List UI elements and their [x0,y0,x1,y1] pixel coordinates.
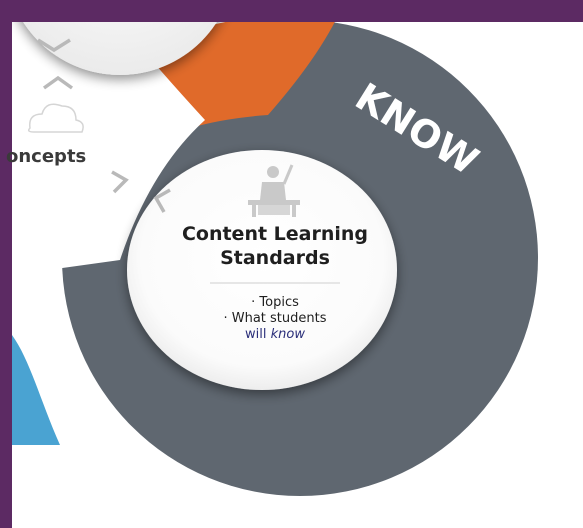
chevron-up-icon [42,75,74,90]
concepts-label: oncepts [6,146,87,167]
bullet-know-emphasis: know [270,327,305,342]
center-title-line-1: Content Learning [181,223,369,245]
blue-segment [12,335,60,445]
cloud-icon [27,103,84,133]
frame-left [0,0,12,528]
bullet-what-students: · What students [223,311,327,326]
concepts-panel [12,22,205,275]
bullet-will-know: will know [175,327,375,343]
center-title-line-2: Standards [220,247,330,269]
teacher-at-desk-icon [248,164,300,217]
center-node-circle [127,150,397,390]
bullet-topics: · Topics [251,295,299,310]
center-title: Content Learning Standards [150,222,400,270]
frame-top [0,0,583,22]
bullet-will-text: will [245,327,271,342]
chevron-left-icon [153,188,171,213]
chevron-right-icon [111,170,129,194]
center-bullets: · Topics · What students will know [175,295,375,343]
chevron-down-icon [37,38,71,53]
